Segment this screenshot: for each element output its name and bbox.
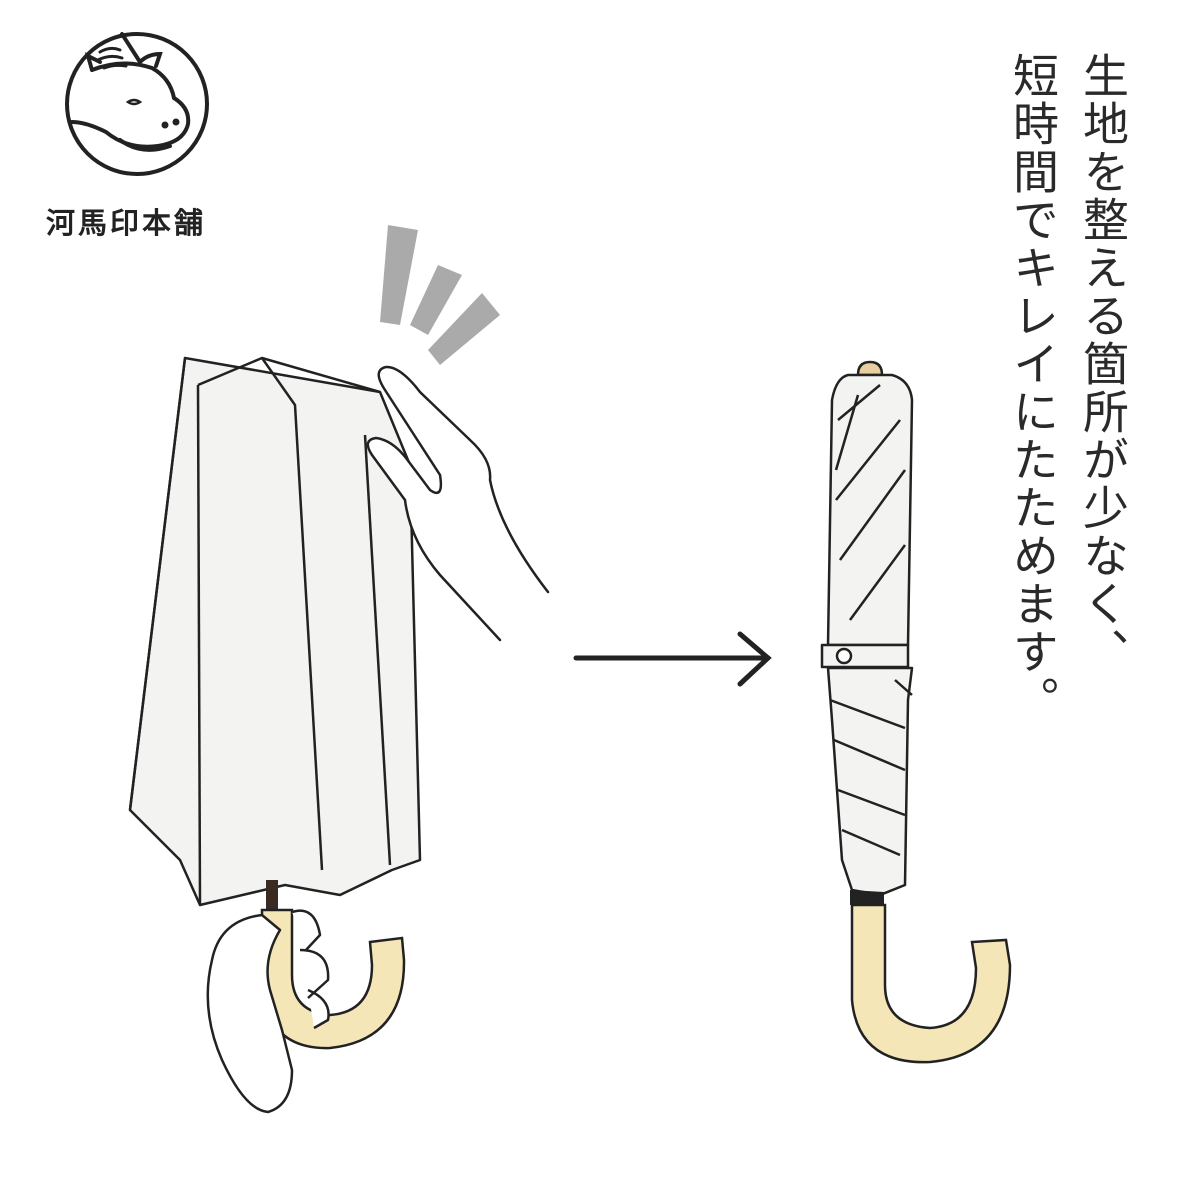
arrow-right-icon xyxy=(573,631,772,687)
umbrella-being-folded xyxy=(128,356,422,907)
folded-umbrella xyxy=(820,360,914,905)
umbrella-handle-left xyxy=(260,908,406,1050)
hippo-logo-icon xyxy=(65,32,209,176)
brand-name: 河馬印本舗 xyxy=(46,206,207,240)
hand-holding-handle-icon xyxy=(206,909,330,1114)
caption-line-2: 短時間でキレイにたためます。 xyxy=(1006,52,1060,724)
umbrella-handle-right xyxy=(850,903,1012,1064)
motion-lines-icon xyxy=(380,225,500,365)
caption-line-1: 生地を整える箇所が少なく、 xyxy=(1076,52,1130,676)
umbrella-shaft xyxy=(266,880,278,916)
hand-shaking-fabric-icon xyxy=(366,365,550,642)
